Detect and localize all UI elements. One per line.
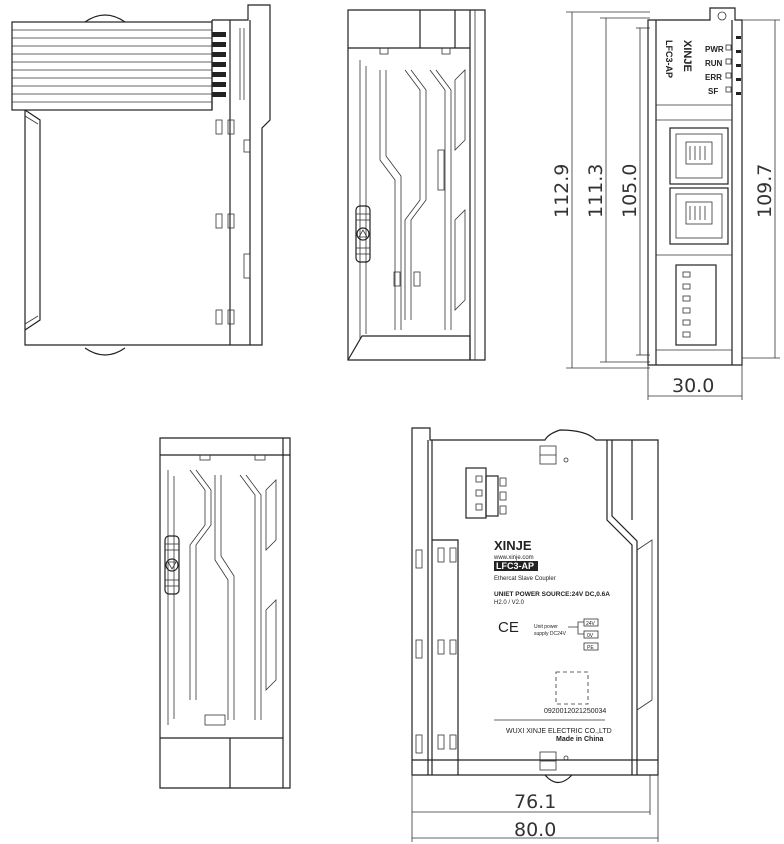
label-power-source: UNIET POWER SOURCE:24V DC,0.6A <box>494 591 610 598</box>
front-panel-view: XINJE LFC3-AP PWR RUN ERR SF <box>647 7 743 366</box>
connector-teeth <box>212 28 245 100</box>
side-view-top-left <box>11 4 271 356</box>
label-model-bg <box>494 561 538 571</box>
led-label-run: RUN <box>705 59 723 68</box>
width-dimension: 30.0 <box>647 365 743 400</box>
cooling-fins <box>11 21 213 111</box>
terminal-block <box>675 264 717 346</box>
label-side-view: XINJE www.xinje.com LFC3-AP Ethercat Sla… <box>411 427 659 784</box>
vent-slats-back <box>167 469 277 726</box>
label-manufacturer: WUXI XINJE ELECTRIC CO.,LTD <box>506 728 612 735</box>
dim-height-105-0: 105.0 <box>619 164 641 218</box>
ethernet-port-1 <box>669 127 729 185</box>
terminal-0v: 0V <box>587 633 594 639</box>
label-brand: XINJE <box>494 538 532 553</box>
label-unit-power-2: supply DC24V <box>534 631 567 637</box>
side-brand: XINJE <box>681 40 693 72</box>
dim-depth-80-0: 80.0 <box>514 819 556 841</box>
dim-height-112-9: 112.9 <box>551 164 573 218</box>
terminal-24v: 24V <box>586 621 596 627</box>
led-label-err: ERR <box>705 73 722 82</box>
dim-height-111-3: 111.3 <box>585 164 607 218</box>
label-version: H2.0 / V2.0 <box>494 600 525 606</box>
depth-dimensions: 76.1 80.0 <box>411 775 659 842</box>
led-label-pwr: PWR <box>705 45 724 54</box>
back-view-bottom-left <box>159 437 291 789</box>
label-model: LFC3-AP <box>496 561 534 571</box>
din-latch <box>355 205 371 263</box>
dim-depth-76-1: 76.1 <box>514 791 556 813</box>
led-panel: XINJE LFC3-AP PWR RUN ERR SF <box>656 36 741 106</box>
vent-slats <box>359 60 466 340</box>
side-model: LFC3-AP <box>664 40 674 78</box>
label-serial: 0920012021250034 <box>544 708 606 715</box>
terminal-pe: PE <box>587 645 594 651</box>
label-description: Ethercat Slave Coupler <box>494 576 556 582</box>
front-view-top-middle <box>347 9 486 361</box>
ethernet-port-2 <box>669 187 729 245</box>
led-label-sf: SF <box>708 87 718 96</box>
label-website: www.xinje.com <box>493 555 534 561</box>
power-terminal-plug <box>465 467 507 519</box>
din-latch-back <box>164 535 180 595</box>
dim-width-30-0: 30.0 <box>672 375 714 397</box>
label-origin: Made in China <box>556 736 604 743</box>
qr-placeholder <box>555 671 589 705</box>
product-label: XINJE www.xinje.com LFC3-AP Ethercat Sla… <box>493 538 612 743</box>
ce-mark: CE <box>498 619 519 636</box>
dim-height-109-7: 109.7 <box>754 164 776 218</box>
label-unit-power-1: Unit power <box>534 624 558 630</box>
height-dimensions: 112.9 111.3 105.0 109.7 <box>551 11 780 369</box>
